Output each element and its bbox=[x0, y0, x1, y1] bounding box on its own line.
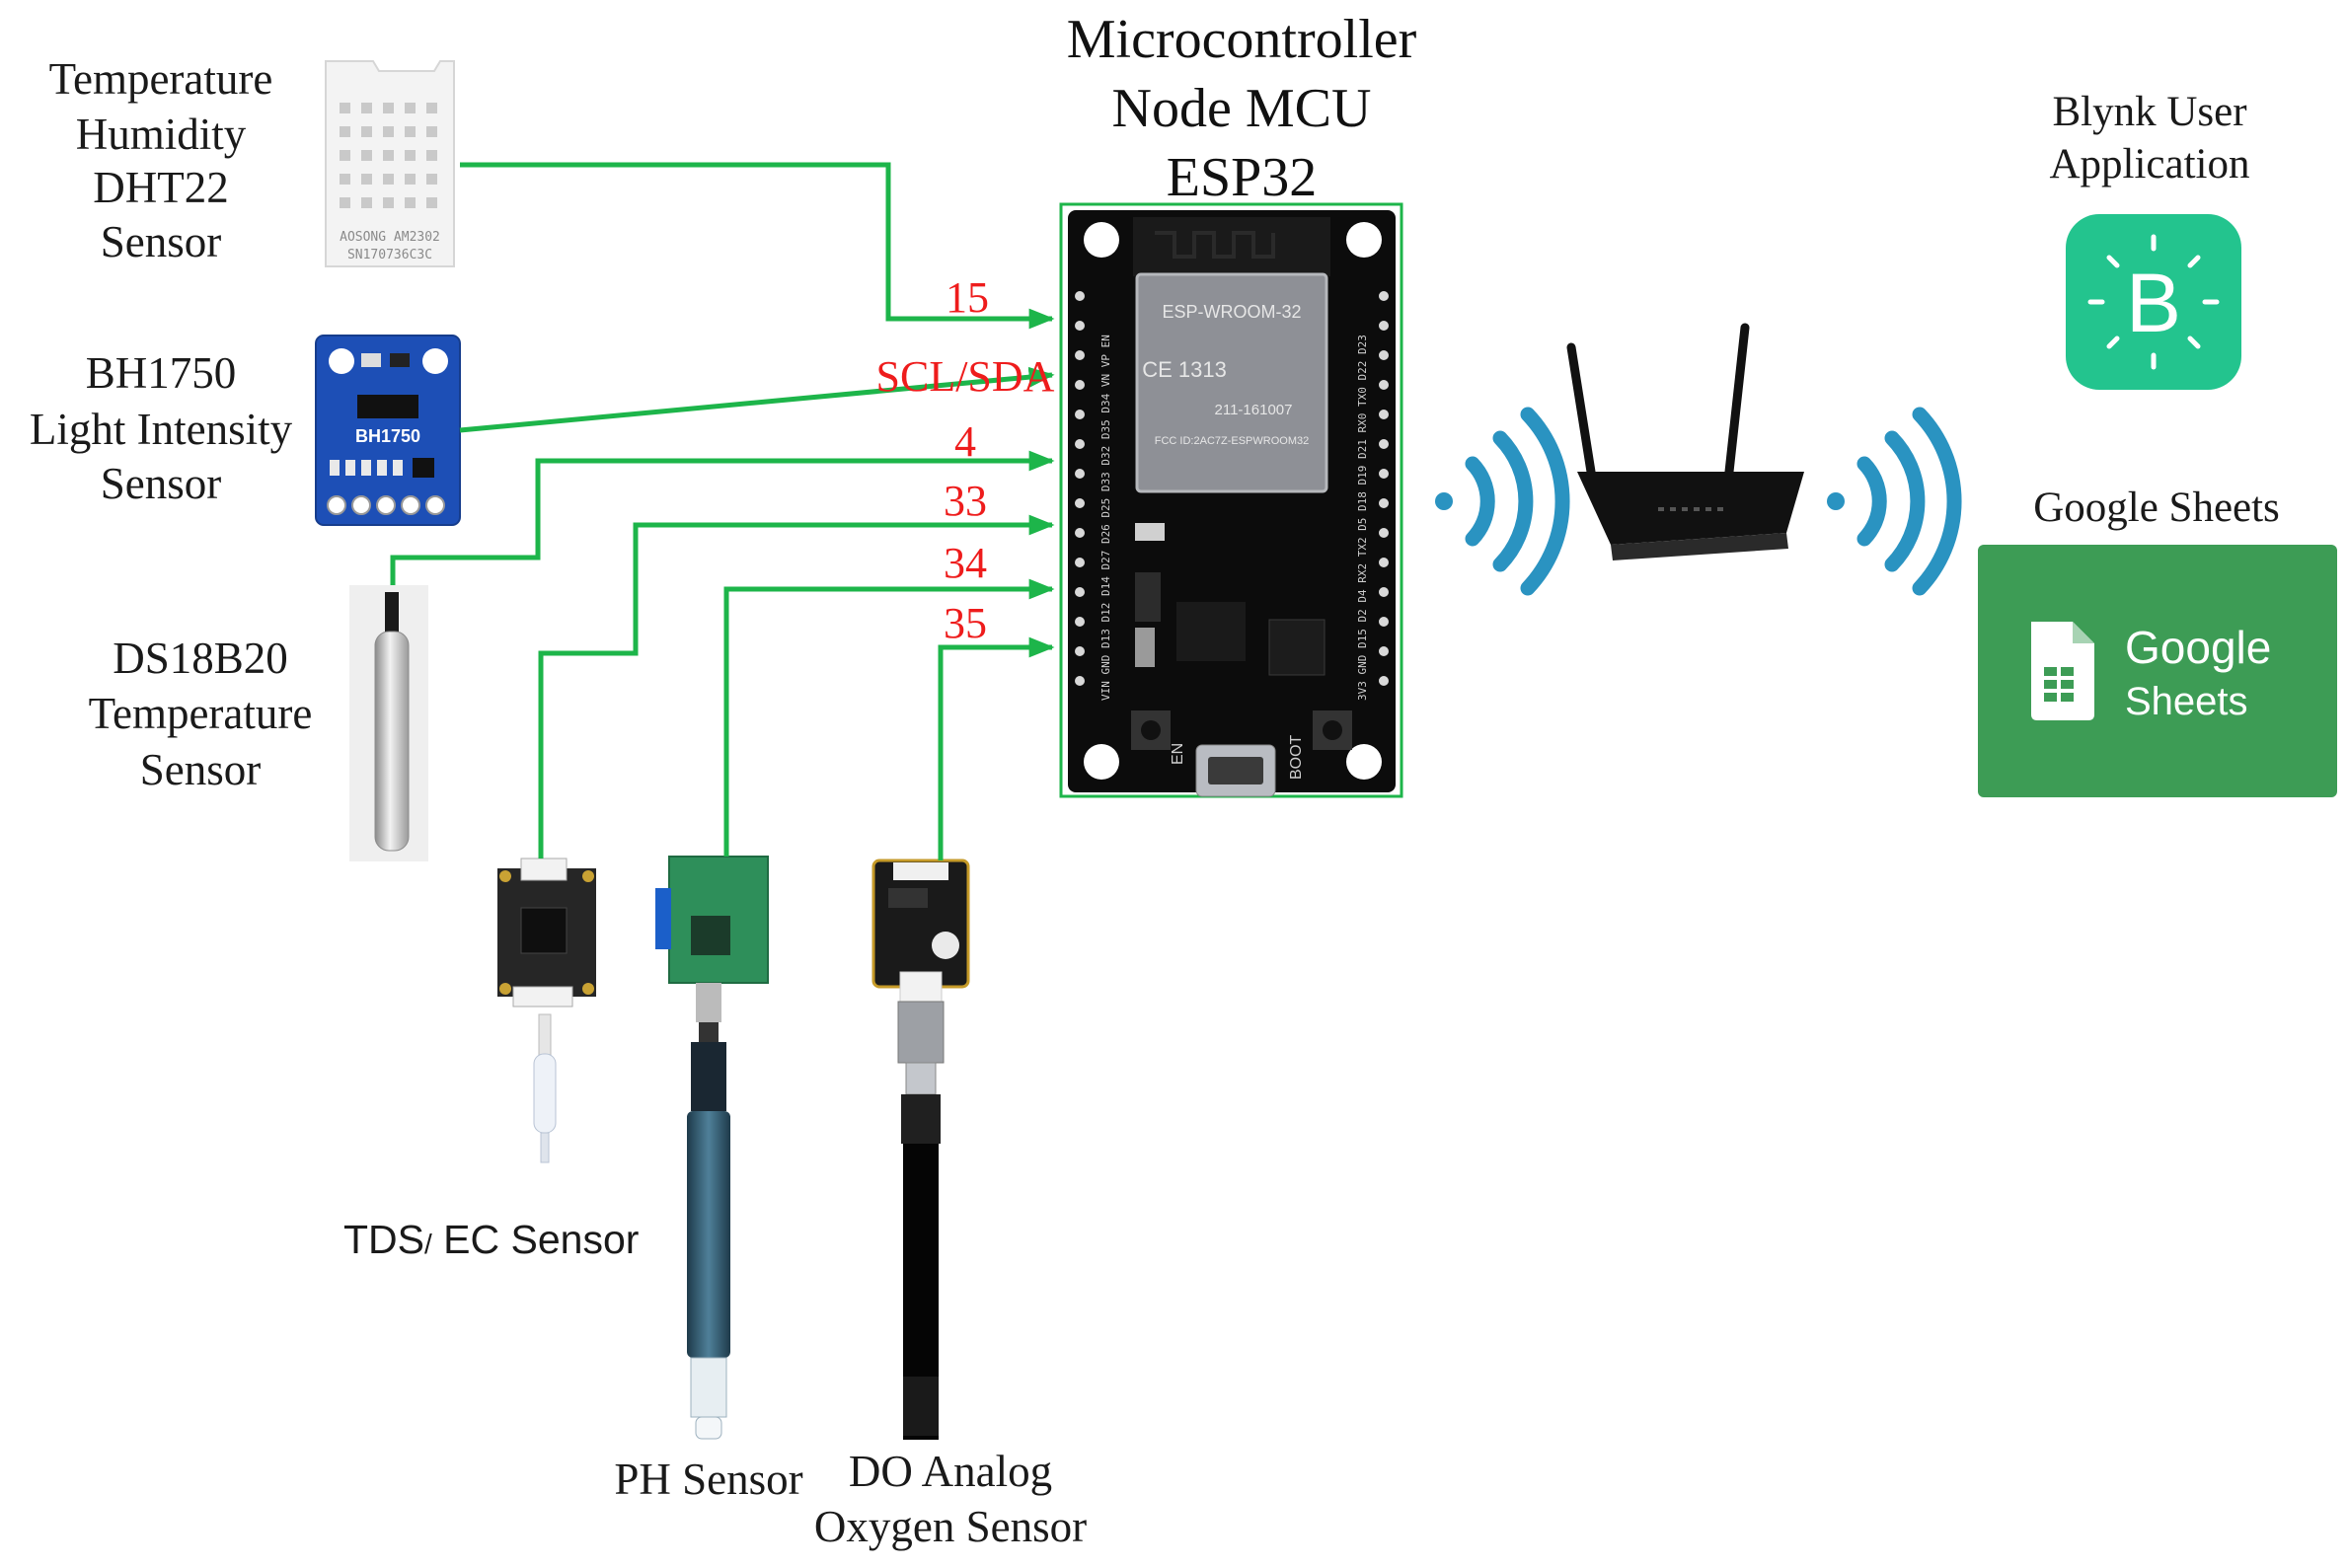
google-sheets-logo: Google Sheets bbox=[1978, 545, 2337, 797]
sheets-logo-line-2: Sheets bbox=[2125, 680, 2248, 723]
dht22-label-line-4: Sensor bbox=[101, 217, 222, 266]
esp32-board: ESP-WROOM-32 CE 1313 211-161007 FCC ID:2… bbox=[1059, 202, 1403, 798]
do-label-line-2: Oxygen Sensor bbox=[814, 1502, 1087, 1551]
dht22-label-line-2: Humidity bbox=[76, 110, 247, 159]
ds18b20-label-line-2: Temperature bbox=[89, 689, 313, 738]
tds-label-rest: EC Sensor bbox=[432, 1217, 640, 1262]
ph-label: PH Sensor bbox=[614, 1455, 802, 1504]
connection-wires bbox=[390, 162, 1055, 860]
pin-label-bh1750: SCL/SDA bbox=[876, 352, 1055, 401]
dht22-label: Temperature Humidity DHT22 Sensor bbox=[49, 54, 273, 266]
google-sheets-section: Google Sheets Google Sheets bbox=[1978, 485, 2337, 797]
pin-label-tds: 33 bbox=[944, 477, 987, 525]
blynk-label-line-2: Application bbox=[2049, 141, 2249, 187]
wifi-router-icon bbox=[1566, 323, 1804, 560]
dht22-chip-text-2: SN170736C3C bbox=[347, 248, 432, 262]
tds-sensor-image bbox=[497, 858, 596, 1163]
blynk-icon-letter: B bbox=[2126, 257, 2181, 349]
bh1750-label-line-2: Light Intensity bbox=[30, 405, 293, 454]
blynk-label-line-1: Blynk User bbox=[2052, 89, 2246, 135]
microcontroller-title: Microcontroller Node MCU ESP32 bbox=[1067, 9, 1417, 208]
tds-label-text: TDS/ EC Sensor bbox=[343, 1217, 639, 1262]
bh1750-label: BH1750 Light Intensity Sensor bbox=[30, 348, 293, 508]
wire-ds18b20 bbox=[390, 450, 1055, 585]
bh1750-label-line-3: Sensor bbox=[101, 459, 222, 508]
sheets-logo-line-1: Google bbox=[2125, 622, 2271, 673]
bh1750-board-text: BH1750 bbox=[355, 426, 420, 446]
esp-en-label: EN bbox=[1170, 743, 1186, 765]
dht22-chip-text-1: AOSONG AM2302 bbox=[340, 230, 440, 245]
tds-label-slash: / bbox=[424, 1229, 432, 1259]
wire-dht22 bbox=[460, 162, 1055, 330]
pin-label-dht22: 15 bbox=[946, 273, 989, 322]
esp-module-text-1: ESP-WROOM-32 bbox=[1162, 302, 1301, 322]
tds-label: TDS/ EC Sensor bbox=[343, 1217, 639, 1262]
pin-labels: 15 SCL/SDA 4 33 34 35 bbox=[876, 273, 1055, 647]
do-sensor-image bbox=[871, 859, 970, 1440]
ds18b20-label-line-3: Sensor bbox=[140, 745, 262, 794]
blynk-section: Blynk User Application B bbox=[2049, 89, 2250, 390]
dht22-label-line-3: DHT22 bbox=[93, 163, 228, 212]
wire-do bbox=[938, 636, 1055, 860]
esp-module-text-2: CE 1313 bbox=[1142, 357, 1227, 382]
pin-label-ph: 34 bbox=[944, 539, 987, 587]
blynk-app-icon: B bbox=[2066, 214, 2241, 390]
ds18b20-label: DS18B20 Temperature Sensor bbox=[89, 634, 313, 794]
wifi-signal-icon-left bbox=[1435, 407, 1570, 596]
pin-label-do: 35 bbox=[944, 599, 987, 647]
mcu-title-line-3: ESP32 bbox=[1167, 147, 1318, 208]
esp-module-text-4: FCC ID:2AC7Z-ESPWROOM32 bbox=[1155, 435, 1309, 447]
ds18b20-probe-image bbox=[349, 585, 428, 861]
do-label: DO Analog Oxygen Sensor bbox=[814, 1447, 1087, 1551]
sheets-title: Google Sheets bbox=[2033, 485, 2280, 531]
ph-sensor-image bbox=[655, 856, 769, 1440]
ds18b20-label-line-1: DS18B20 bbox=[113, 634, 288, 683]
dht22-sensor-image: AOSONG AM2302 SN170736C3C bbox=[325, 60, 455, 267]
wire-ph bbox=[723, 578, 1055, 857]
bh1750-sensor-image: BH1750 bbox=[315, 335, 461, 526]
pin-label-ds18b20: 4 bbox=[954, 417, 976, 466]
bh1750-label-line-1: BH1750 bbox=[86, 348, 237, 398]
esp-module-text-3: 211-161007 bbox=[1215, 402, 1293, 418]
mcu-title-line-1: Microcontroller bbox=[1067, 9, 1417, 70]
esp-boot-label: BOOT bbox=[1288, 734, 1305, 780]
esp-right-header-text: 3V3 GND D15 D2 D4 RX2 TX2 D5 D18 D19 D21… bbox=[1356, 335, 1369, 701]
mcu-title-line-2: Node MCU bbox=[1112, 78, 1372, 139]
do-label-line-1: DO Analog bbox=[849, 1447, 1052, 1496]
wifi-signal-icon-right bbox=[1827, 407, 1962, 596]
tds-label-main: TDS bbox=[343, 1217, 424, 1262]
wire-tds bbox=[538, 514, 1055, 859]
dht22-label-line-1: Temperature bbox=[49, 54, 273, 104]
esp-left-header-text: VIN GND D13 D12 D14 D27 D26 D25 D33 D32 … bbox=[1099, 335, 1112, 701]
wire-bh1750 bbox=[459, 366, 1055, 433]
